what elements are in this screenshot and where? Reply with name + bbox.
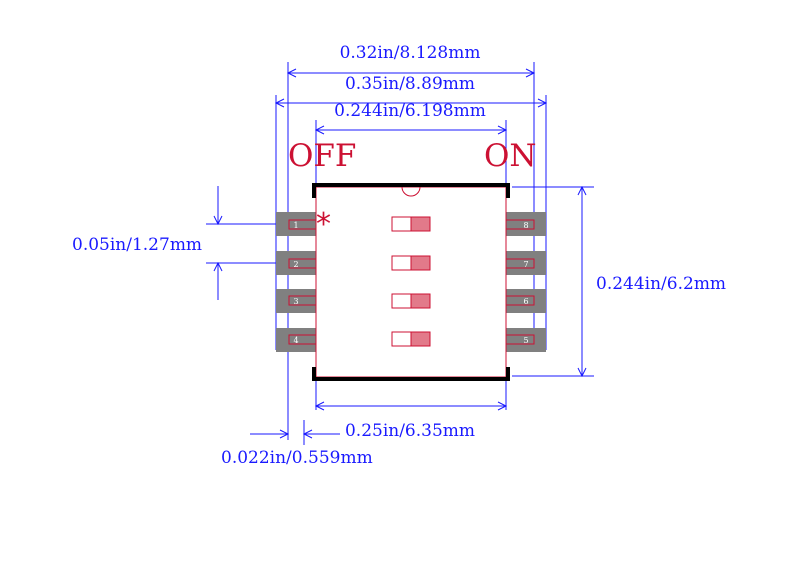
pad-3-label: 3 [293,297,298,306]
switch-4 [391,331,431,347]
left-pads: 1 2 3 4 [276,212,318,352]
pad-8-label: 8 [523,221,528,230]
switch-2 [391,255,431,271]
on-label: ON [484,138,537,174]
pad-3: 3 [276,289,318,313]
dimension-arrows [213,68,587,439]
pin1-notch [401,186,421,197]
pad-7-label: 7 [523,260,528,269]
pad-4-label: 4 [293,336,298,345]
pad-8: 8 [504,212,546,236]
pad-6: 6 [504,289,546,313]
dim-overall-span: 0.35in/8.89mm [345,74,475,94]
right-pads: 8 7 6 5 [504,212,546,352]
dim-body-width: 0.25in/6.35mm [345,421,475,441]
pad-5: 5 [504,328,546,352]
pad-2-label: 2 [293,260,298,269]
pad-7: 7 [504,251,546,275]
pad-6-label: 6 [523,297,528,306]
pad-4: 4 [276,328,318,352]
pad-1-label: 1 [293,221,298,230]
dim-pin-pitch: 0.05in/1.27mm [72,235,202,255]
body-courtyard [315,186,507,378]
off-label: OFF [288,138,356,174]
pad-2: 2 [276,251,318,275]
component-body [312,183,510,381]
dim-body-height: 0.244in/6.2mm [596,274,726,294]
dim-outer-pad-span: 0.32in/8.128mm [340,43,481,63]
dim-inner-span: 0.244in/6.198mm [334,101,486,121]
pad-1: 1 [276,212,318,236]
pin1-marker: * [316,207,331,242]
switches [391,216,431,347]
switch-1 [391,216,431,232]
switch-3 [391,293,431,309]
dim-pad-width: 0.022in/0.559mm [221,448,373,468]
body-outline [312,183,510,381]
pad-5-label: 5 [523,336,528,345]
